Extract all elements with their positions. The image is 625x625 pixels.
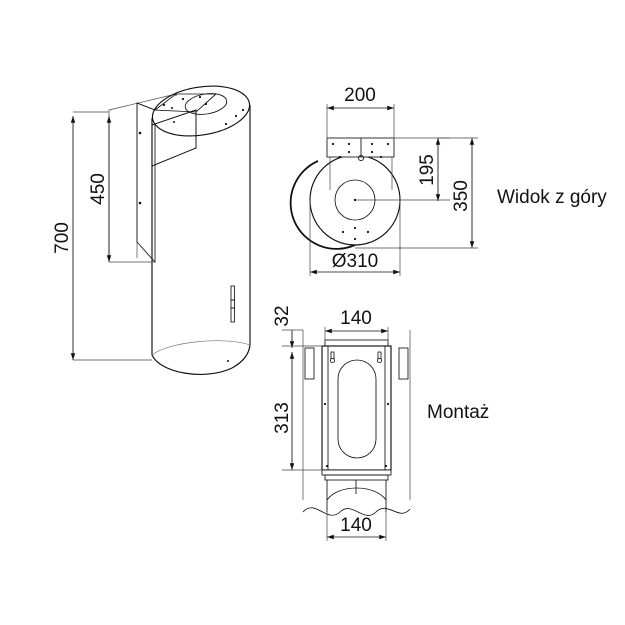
iso-cylinder-body	[151, 105, 251, 375]
iso-disc-holes	[173, 108, 245, 126]
dimension-450: 450	[88, 116, 155, 263]
dimension-313: 313	[272, 352, 322, 471]
iso-bottom-dot	[227, 360, 229, 362]
dimension-140-top: 140	[324, 308, 389, 342]
mounting-view-label: Montaż	[427, 402, 489, 423]
mount-side-grilles	[304, 347, 409, 380]
dimension-140-bottom: 140	[326, 509, 387, 541]
dimension-313-label: 313	[272, 402, 293, 434]
iso-grille-panel	[151, 109, 197, 167]
iso-top-disc	[151, 85, 251, 137]
isometric-view: 700 450	[52, 85, 251, 375]
iso-control-strip	[230, 285, 235, 323]
dimension-700-label: 700	[52, 222, 73, 254]
mount-duct-breakaway	[302, 480, 411, 516]
dimension-32: 32	[272, 305, 322, 348]
mount-bottom-plate	[321, 469, 392, 481]
top-view: 200 195 350 Ø310	[289, 85, 607, 276]
iso-fixing-dot-upper	[138, 131, 142, 135]
topview-body-circle	[289, 154, 401, 250]
topview-bracket	[326, 137, 395, 162]
dimension-32-label: 32	[272, 305, 293, 326]
iso-top-bracket	[153, 93, 218, 113]
dimension-200-label: 200	[344, 85, 376, 106]
mount-oval-opening	[337, 359, 377, 459]
dimension-140-bottom-label: 140	[340, 515, 372, 536]
dimension-195: 195	[355, 137, 450, 201]
dimension-310-label: Ø310	[332, 251, 378, 272]
iso-fixing-dot-lower	[138, 201, 142, 205]
dimension-310: Ø310	[309, 200, 401, 276]
mounting-view: 140 32 313 140 Mo	[272, 305, 489, 541]
dimension-450-label: 450	[88, 173, 109, 205]
mount-keyhole-slots	[329, 351, 383, 364]
dimension-140-top-label: 140	[340, 308, 372, 329]
dimension-350: 350	[355, 137, 478, 249]
top-view-label: Widok z góry	[497, 187, 607, 208]
dimension-200: 200	[326, 85, 395, 140]
dimension-350-label: 350	[451, 180, 472, 212]
dimension-700: 700	[52, 111, 152, 361]
topview-lower-holes	[341, 226, 370, 241]
dimension-195-label: 195	[417, 154, 438, 186]
